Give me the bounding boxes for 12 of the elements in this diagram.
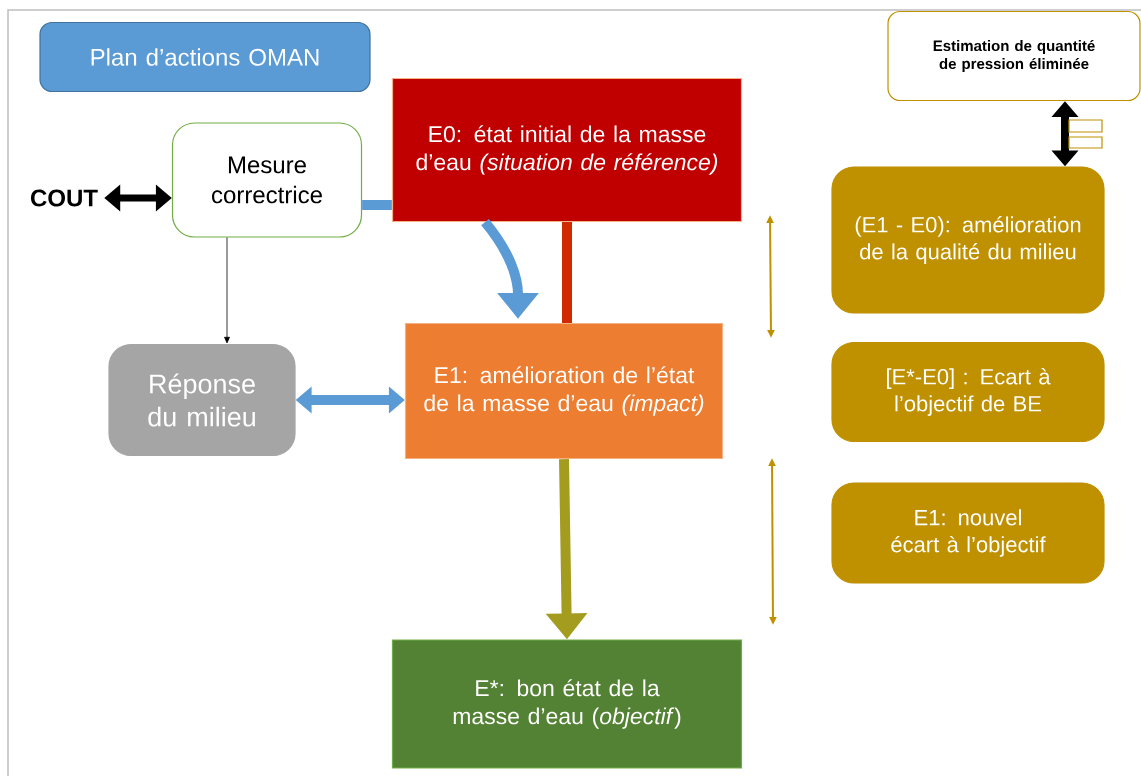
gap-box: [E*-E0] : Ecart à l’objectif de BE (831, 341, 1105, 443)
state-box: E0: état initial de la masse d’eau (situation de référence) (391, 77, 743, 223)
arrow (224, 237, 230, 344)
response-box: Réponse du milieu (108, 343, 296, 457)
state-box: E*: bon état de la masse d’eau (objectif) (391, 639, 743, 769)
gap-box: E1: nouvel écart à l’objectif (831, 482, 1105, 584)
state-box: E1: amélioration de l’état de la masse d’eau (impact) (404, 322, 724, 460)
gap-box: (E1 - E0): amélioration de la qualité du milieu (831, 166, 1105, 314)
title-box: Plan d’actions OMAN (39, 21, 371, 93)
measure-box: Mesure correctrice (171, 122, 363, 238)
cost-label: COUT (31, 189, 98, 207)
estimation-box: Estimation de quantité de pression éliminée (887, 10, 1141, 102)
